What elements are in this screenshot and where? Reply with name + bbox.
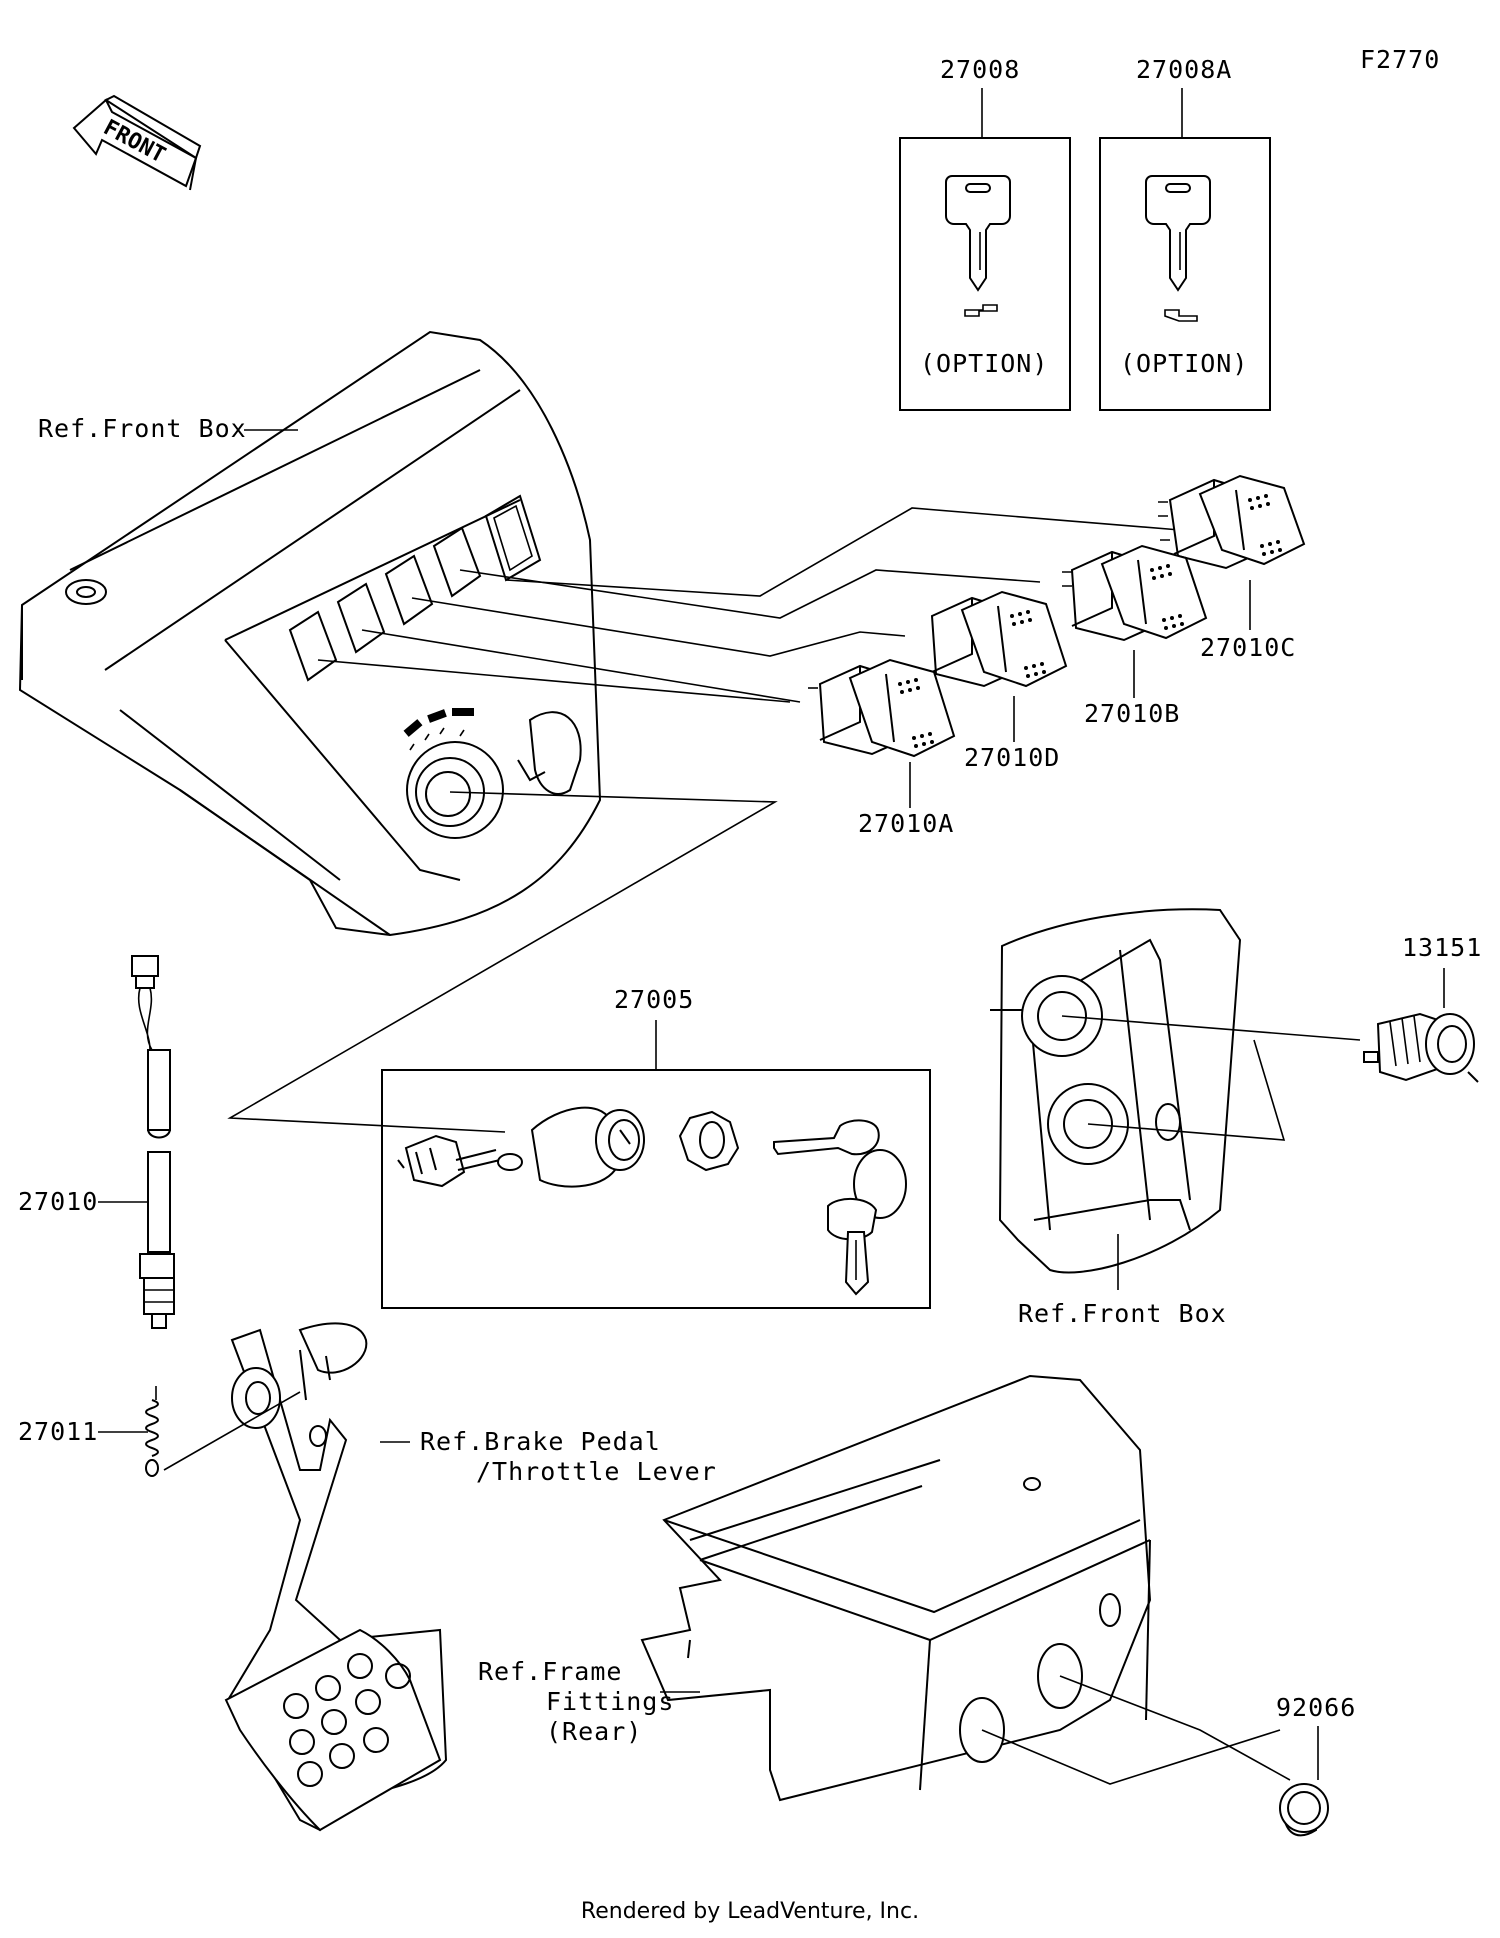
key-option-27008: 27008 (OPTION): [899, 55, 1071, 411]
ignition-keys-icon: [773, 1119, 907, 1296]
footer-credit: Rendered by LeadVenture, Inc.: [581, 1899, 919, 1924]
key-icon: [1145, 175, 1211, 292]
ignition-switch-assembly: [397, 1106, 645, 1188]
front-box-right: [990, 908, 1242, 1274]
part-27010C-label: 27010C: [1200, 633, 1296, 662]
part-92066-label: 92066: [1276, 1693, 1356, 1722]
part-27010-label: 27010: [18, 1187, 98, 1216]
front-box-dashboard: [18, 330, 602, 937]
hole-plug-icon: [1279, 1783, 1329, 1837]
brake-pedal-icon: [224, 1322, 448, 1832]
pedal-pad: [224, 1628, 442, 1832]
ref-frame-line2: Fittings: [546, 1687, 674, 1716]
part-27010B-label: 27010B: [1084, 699, 1180, 728]
ref-brake-pedal-line2: /Throttle Lever: [476, 1457, 717, 1486]
key-icon: [945, 175, 1011, 292]
brake-switch-icon: [131, 955, 175, 1329]
part-27010D-label: 27010D: [964, 743, 1060, 772]
option-label-27008: (OPTION): [920, 349, 1048, 378]
frame-fittings-rear: [640, 1374, 1152, 1802]
switch-openings: [288, 494, 542, 682]
rocker-switch-27010B: [1062, 544, 1208, 642]
ref-front-box-bottom: Ref.Front Box: [1018, 1299, 1227, 1328]
option-label-27008A: (OPTION): [1120, 349, 1248, 378]
ignition-nut-icon: [678, 1110, 740, 1172]
part-27008A-label: 27008A: [1136, 55, 1232, 84]
part-27008-label: 27008: [940, 55, 1020, 84]
front-arrow-icon: FRONT: [72, 94, 202, 191]
rocker-switch-27010C: [1158, 474, 1306, 570]
ignition-switch-icon: [403, 708, 504, 839]
ref-front-box-top: Ref.Front Box: [38, 414, 247, 443]
rocker-switch-27010A: [808, 658, 956, 758]
spring-icon: [145, 1386, 159, 1477]
figure-code: F2770: [1360, 45, 1440, 74]
key-option-27008A: 27008A (OPTION): [1099, 55, 1271, 411]
ignition-kit-box: [381, 1069, 931, 1309]
ref-brake-pedal-line1: Ref.Brake Pedal: [420, 1427, 661, 1456]
switch-leader-lines: [227, 507, 1181, 1133]
dc-socket-icon: [1363, 1012, 1479, 1083]
ref-frame-line1: Ref.Frame: [478, 1657, 622, 1686]
ref-frame-line3: (Rear): [546, 1717, 642, 1746]
rocker-switch-27010D: [930, 590, 1068, 688]
part-27010A-label: 27010A: [858, 809, 954, 838]
part-27005-label: 27005: [614, 985, 694, 1014]
part-13151-label: 13151: [1402, 933, 1482, 962]
part-27011-label: 27011: [18, 1417, 98, 1446]
